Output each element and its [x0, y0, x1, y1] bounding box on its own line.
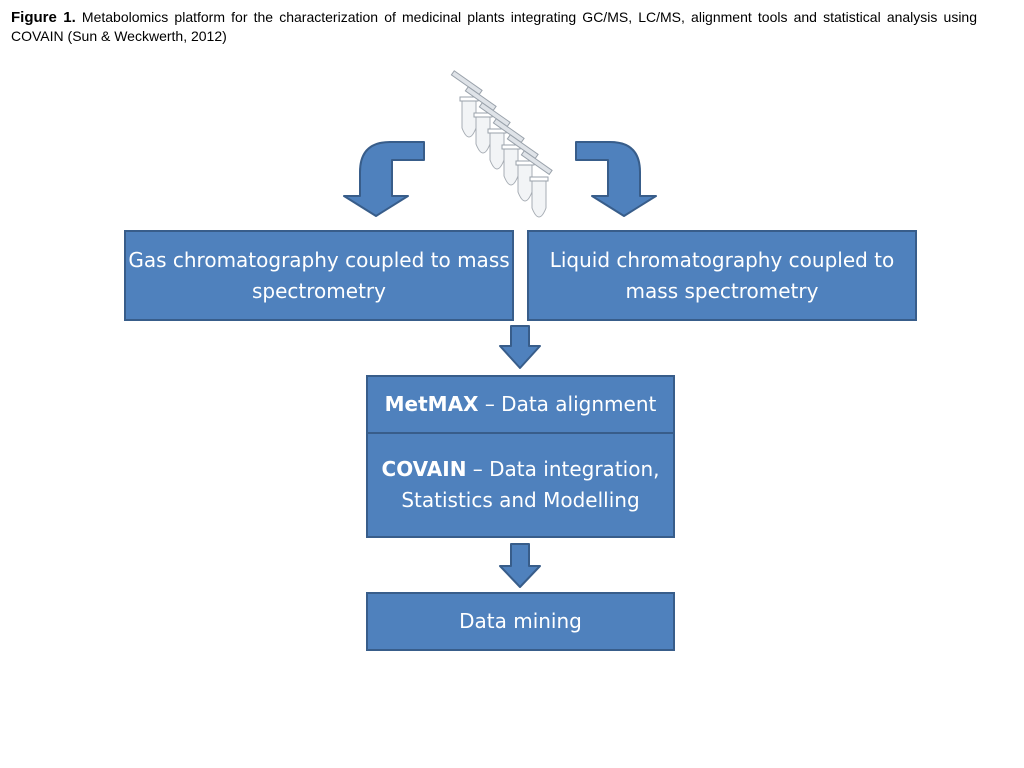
figure-label: Figure 1. [11, 9, 76, 26]
metmax-desc: – Data alignment [478, 392, 657, 416]
lc-ms-label: Liquid chromatography coupled to mass sp… [549, 247, 895, 303]
gc-ms-label: Gas chromatography coupled to mass spect… [128, 247, 510, 303]
gc-ms-box: Gas chromatography coupled to mass spect… [124, 230, 514, 321]
covain-box: COVAIN – Data integration, Statistics an… [366, 432, 675, 538]
metmax-box: MetMAX – Data alignment [366, 375, 675, 434]
covain-name: COVAIN [381, 457, 467, 481]
data-mining-label: Data mining [459, 609, 582, 633]
sample-tubes-icon [450, 70, 553, 218]
curved-arrow-left-icon [343, 141, 425, 217]
arrow-down-icon [499, 325, 541, 369]
metmax-name: MetMAX [384, 392, 479, 416]
covain-label: COVAIN – Data integration, Statistics an… [376, 454, 666, 516]
metmax-label: MetMAX – Data alignment [385, 389, 657, 420]
covain-desc: – Data integration, Statistics and Model… [401, 457, 660, 512]
data-mining-box: Data mining [366, 592, 675, 651]
caption-text: Metabolomics platform for the characteri… [11, 9, 978, 44]
arrow-down-icon [499, 543, 541, 588]
curved-arrow-right-icon [575, 141, 657, 217]
figure-caption: Figure 1. Metabolomics platform for the … [11, 8, 977, 46]
lc-ms-box: Liquid chromatography coupled to mass sp… [527, 230, 917, 321]
